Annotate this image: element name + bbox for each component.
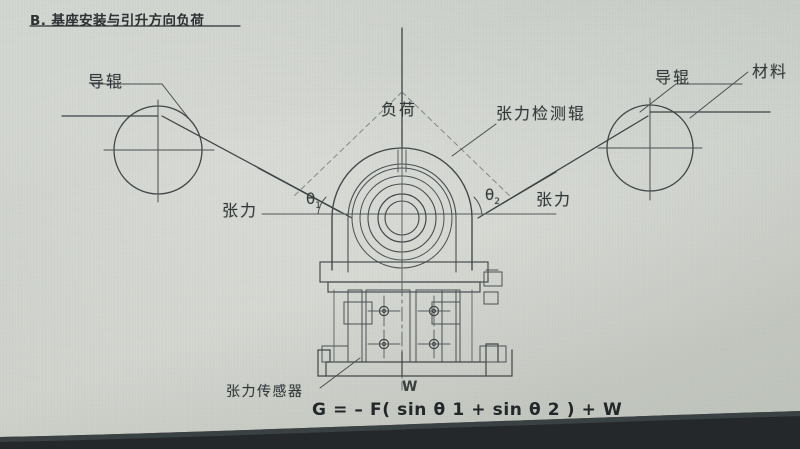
tension-arrow-right [487, 171, 557, 213]
label-tension-right: 张力 [536, 190, 573, 209]
theta1-symbol: θ [306, 190, 316, 208]
label-guide-roller-left: 导辊 [88, 72, 125, 91]
label-guide-roller-right: 导辊 [655, 68, 692, 87]
theta1-subscript: 1 [315, 201, 321, 211]
construction-lines [291, 91, 513, 199]
label-load: 负荷 [381, 100, 418, 119]
theta1-arc [317, 196, 327, 215]
label-weight: W [402, 379, 418, 395]
theta2-arc [473, 196, 483, 215]
tension-sensor-leader [319, 357, 361, 389]
tension-detection-roller-leader [451, 123, 497, 157]
guide-roller-left-leader [91, 83, 191, 121]
theta2-subscript: 2 [494, 197, 500, 207]
base-plate [317, 269, 513, 377]
label-theta2: θ2 [485, 186, 500, 207]
guide-roller-left [103, 99, 215, 203]
label-tension-left: 张力 [222, 201, 259, 220]
label-tension-sensor: 张力传感器 [226, 384, 304, 400]
mounting-bolts [367, 295, 451, 359]
label-theta1: θ1 [306, 190, 321, 211]
tension-detection-roller-assembly [331, 147, 473, 291]
formula-text: G = – F( sin θ 1 + sin θ 2 ) + W [312, 400, 623, 420]
material-leader [689, 71, 749, 119]
pedestal-feet [319, 261, 489, 325]
tension-sensor-body [347, 289, 461, 363]
theta2-symbol: θ [485, 186, 495, 204]
page-title: B. 基座安装与引升方向负荷 [30, 13, 205, 29]
guide-roller-right-leader [639, 83, 743, 113]
tension-arrow-left [257, 167, 341, 213]
label-material: 材料 [752, 62, 789, 81]
label-tension-detection-roller: 张力检测辊 [496, 104, 587, 123]
guide-roller-right [597, 97, 703, 201]
